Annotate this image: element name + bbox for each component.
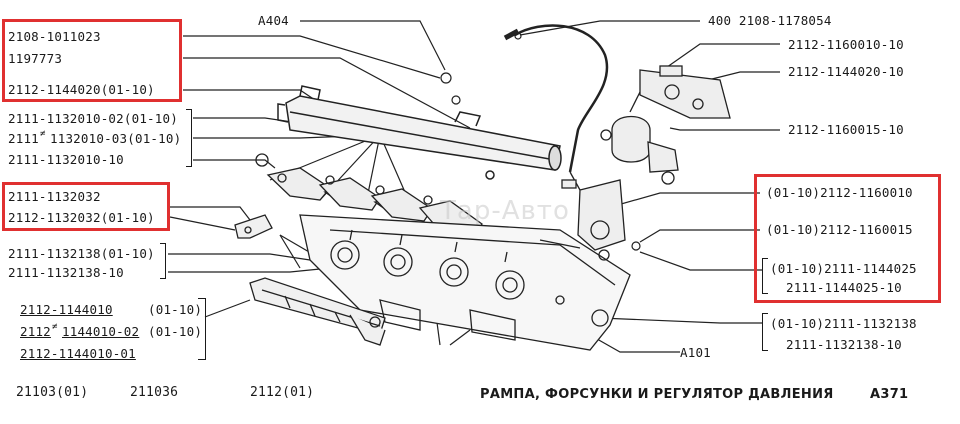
part-number-label: 2112-1144020(01-10): [8, 82, 155, 97]
part-number-label: 2111-1132010-10: [8, 152, 124, 167]
part-number-label: (01-10)2111-1132138: [770, 316, 917, 331]
rail-end-fitting: [639, 65, 731, 119]
part-number-label: ≠: [40, 129, 46, 139]
footer-model-code: 211036: [130, 385, 179, 400]
part-number-label: 2112-1160015-10: [788, 122, 904, 137]
leader-line: [659, 43, 780, 73]
part-number-label: 1144010-02: [62, 324, 140, 339]
part-number-label: 2112-1132032(01-10): [8, 210, 155, 225]
diagram-code: A371: [870, 387, 909, 402]
group-bracket: [762, 313, 768, 351]
part-number-label: 2112-1144010-01: [20, 346, 136, 361]
fastener: [440, 72, 452, 84]
footer-model-code: 2112(01): [250, 385, 315, 400]
leader-line: [639, 251, 762, 271]
part-number-label: 1197773: [8, 51, 63, 66]
part-number-label: 1132010-03(01-10): [50, 131, 182, 146]
group-bracket: [186, 109, 192, 167]
part-number-label: 2111: [8, 131, 39, 146]
highlight-box: [2, 182, 170, 231]
part-number-label: 2108-1011023: [8, 29, 101, 44]
part-number-label: (01-10)2112-1160015: [766, 222, 913, 237]
pressure-regulator: [600, 91, 679, 185]
part-number-label: 2112-1160010-10: [788, 37, 904, 52]
leader-line: [169, 216, 236, 231]
leader-line: [449, 329, 471, 346]
leader-line: [183, 57, 471, 129]
part-number-label: (01-10)2112-1160010: [766, 185, 913, 200]
part-number-label: 2112-1144020-10: [788, 64, 904, 79]
mounting-bracket: [234, 214, 273, 239]
part-number-label: (01-10)2111-1144025: [770, 261, 917, 276]
leader-line: [639, 229, 760, 243]
part-number-label: 2111-1132138(01-10): [8, 246, 155, 261]
leader-line: [170, 206, 251, 221]
part-number-label: A404: [258, 13, 289, 28]
leader-line: [519, 20, 700, 36]
leader-line: [168, 253, 311, 261]
part-number-label: A101: [680, 345, 711, 360]
fuel-hose: [514, 24, 609, 173]
cylinder-head: [299, 214, 631, 351]
highlight-box: [754, 174, 941, 303]
part-number-label: 2111-1132138-10: [8, 265, 124, 280]
part-number-label: 2112-1144010: [20, 302, 113, 317]
leader-line: [669, 127, 780, 131]
fastener: [631, 241, 641, 251]
leader-line: [589, 334, 680, 353]
part-number-label: 2112: [20, 324, 51, 339]
leader-line: [300, 20, 446, 71]
part-number-label: (01-10): [148, 324, 203, 339]
leader-line: [168, 267, 331, 273]
highlight-box: [2, 19, 182, 102]
leader-line: [183, 35, 441, 79]
part-number-label: 2111-1132010-02(01-10): [8, 111, 178, 126]
part-number-label: 400 2108-1178054: [708, 13, 832, 28]
part-number-label: (01-10): [148, 302, 203, 317]
group-bracket: [160, 243, 166, 279]
part-number-label: ≠: [52, 322, 58, 332]
watermark: Тар-Авто: [440, 196, 570, 226]
leader-line: [204, 299, 251, 318]
group-bracket: [198, 298, 206, 360]
fastener: [514, 32, 522, 40]
leader-line: [193, 159, 276, 169]
leader-line: [279, 234, 301, 269]
leader-line: [599, 192, 760, 211]
part-number-label: 2111-1132138-10: [786, 337, 902, 352]
pressure-regulator-2: [561, 171, 626, 261]
part-number-label: 2111-1132032: [8, 189, 101, 204]
part-number-label: 2111-1144025-10: [786, 280, 902, 295]
small-fuel-rail: [249, 277, 386, 346]
footer-model-code: 21103(01): [16, 385, 89, 400]
diagram-title: РАМПА, ФОРСУНКИ И РЕГУЛЯТОР ДАВЛЕНИЯ: [480, 387, 834, 402]
group-bracket: [762, 258, 768, 294]
fuel-rail: [277, 85, 562, 180]
leader-line: [599, 317, 762, 324]
fastener: [451, 95, 461, 105]
